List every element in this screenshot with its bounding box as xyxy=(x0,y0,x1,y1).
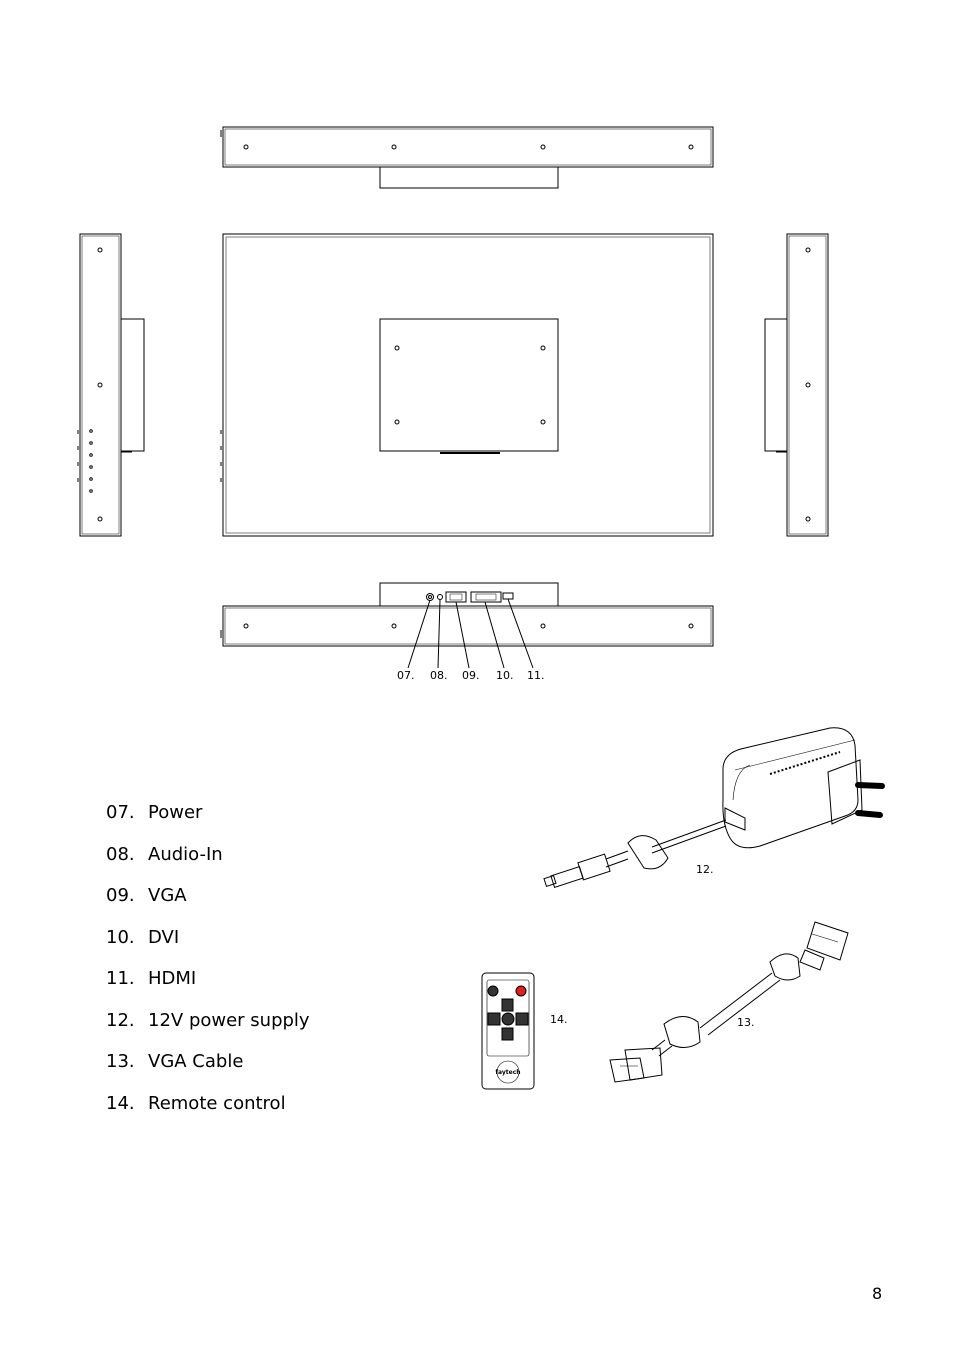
legend-number: 13. xyxy=(106,1051,135,1072)
top-view xyxy=(220,126,714,189)
page-number: 8 xyxy=(872,1284,883,1303)
legend-label: VGA xyxy=(148,885,187,906)
callout-07: 07. xyxy=(397,669,415,682)
left-side-view xyxy=(77,233,145,537)
component-legend: 07. Power 08. Audio-In 09. VGA 10. DVI 11. HD… xyxy=(106,800,310,1132)
remote-control-drawing xyxy=(481,972,535,1090)
legend-label: HDMI xyxy=(148,968,197,989)
legend-number: 14. xyxy=(106,1092,135,1114)
legend-item: 12. 12V power supply xyxy=(106,1008,310,1050)
callout-12: 12. xyxy=(696,863,714,876)
legend-item: 13. VGA Cable xyxy=(106,1049,310,1091)
legend-item: 11. HDMI xyxy=(106,966,310,1008)
callout-leaders xyxy=(407,598,534,669)
legend-label: DVI xyxy=(148,926,180,948)
power-supply-drawing xyxy=(543,727,885,888)
bottom-view xyxy=(220,582,714,647)
legend-label: Audio-In xyxy=(148,843,223,865)
legend-number: 12. xyxy=(106,1009,135,1031)
legend-number: 11. xyxy=(106,968,135,989)
legend-number: 07. xyxy=(106,802,135,823)
legend-label: Remote control xyxy=(148,1092,286,1114)
legend-number: 09. xyxy=(106,885,135,906)
right-side-view xyxy=(764,233,829,537)
remote-brand-label: faytech xyxy=(495,1069,520,1076)
callout-14: 14. xyxy=(550,1013,568,1026)
legend-number: 08. xyxy=(106,843,135,865)
callout-08: 08. xyxy=(430,669,448,682)
legend-item: 10. DVI xyxy=(106,925,310,967)
legend-item: 07. Power xyxy=(106,800,310,842)
legend-label: Power xyxy=(148,802,203,823)
legend-label: 12V power supply xyxy=(148,1009,310,1031)
rear-view xyxy=(220,233,714,537)
vga-cable-drawing xyxy=(609,921,849,1083)
callout-09: 09. xyxy=(462,669,480,682)
callout-10: 10. xyxy=(496,669,514,682)
legend-label: VGA Cable xyxy=(148,1051,244,1072)
legend-number: 10. xyxy=(106,926,135,948)
callout-13: 13. xyxy=(737,1016,755,1029)
legend-item: 08. Audio-In xyxy=(106,842,310,884)
legend-item: 14. Remote control xyxy=(106,1091,310,1133)
legend-item: 09. VGA xyxy=(106,883,310,925)
callout-11: 11. xyxy=(527,669,545,682)
